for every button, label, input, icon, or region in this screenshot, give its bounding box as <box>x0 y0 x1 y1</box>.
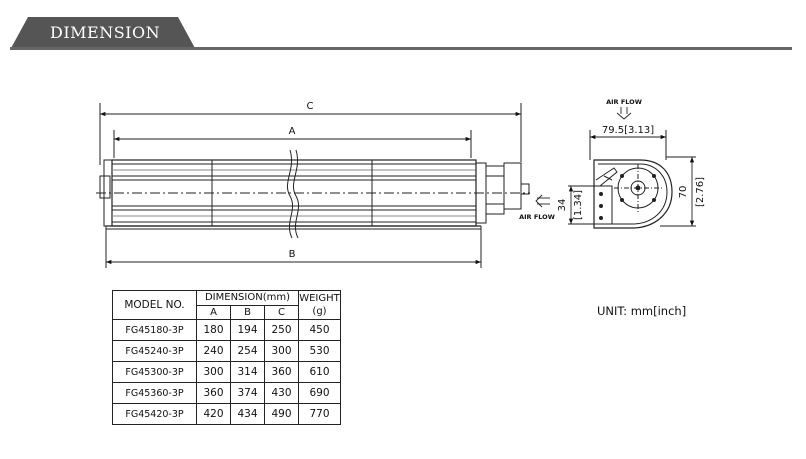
cell-b: 194 <box>230 319 265 341</box>
cell-weight: 690 <box>298 382 341 404</box>
cell-model: FG45180-3P <box>112 319 197 341</box>
cell-weight: 610 <box>298 361 341 383</box>
cell-b: 434 <box>230 403 265 425</box>
header-c: C <box>264 304 299 320</box>
label-outlet-inch: [1.34] <box>573 190 584 220</box>
fan-side-view <box>96 103 530 268</box>
header-weight-line2: (g) <box>312 306 327 317</box>
cell-a: 420 <box>196 403 231 425</box>
cell-c: 300 <box>264 340 299 362</box>
cell-c: 250 <box>264 319 299 341</box>
cell-model: FG45420-3P <box>112 403 197 425</box>
label-b: B <box>289 249 296 260</box>
cell-c: 360 <box>264 361 299 383</box>
label-a: A <box>289 126 296 137</box>
air-flow-side-label: AIR FLOW <box>519 213 555 221</box>
cell-c: 430 <box>264 382 299 404</box>
fan-end-view <box>568 130 696 229</box>
table-row: FG45180-3P 180 194 250 450 <box>112 319 341 341</box>
air-flow-left-arrow-icon <box>535 194 550 208</box>
header-a: A <box>196 304 231 320</box>
spec-table: MODEL NO. DIMENSION(mm) WEIGHT (g) A B C… <box>112 290 341 425</box>
cell-model: FG45240-3P <box>112 340 197 362</box>
header-rule <box>10 47 792 50</box>
table-row: FG45420-3P 420 434 490 770 <box>112 403 341 425</box>
table-row: FG45360-3P 360 374 430 690 <box>112 382 341 404</box>
header-dimension: DIMENSION(mm) <box>196 290 299 306</box>
header-weight: WEIGHT (g) <box>298 290 341 320</box>
air-flow-down-arrow-icon <box>616 107 632 120</box>
cell-weight: 450 <box>298 319 341 341</box>
header-banner-shape <box>10 17 196 50</box>
header-b: B <box>230 304 265 320</box>
cell-a: 180 <box>196 319 231 341</box>
header-weight-line1: WEIGHT <box>299 293 340 304</box>
cell-b: 374 <box>230 382 265 404</box>
cell-c: 490 <box>264 403 299 425</box>
label-width: 79.5[3.13] <box>602 125 654 136</box>
air-flow-top-label: AIR FLOW <box>606 98 642 106</box>
cell-model: FG45300-3P <box>112 361 197 383</box>
unit-note: UNIT: mm[inch] <box>597 304 687 318</box>
cell-a: 300 <box>196 361 231 383</box>
cell-a: 240 <box>196 340 231 362</box>
label-height-inch: [2.76] <box>695 177 706 207</box>
cell-model: FG45360-3P <box>112 382 197 404</box>
cell-b: 314 <box>230 361 265 383</box>
header-model: MODEL NO. <box>112 290 197 320</box>
cell-weight: 770 <box>298 403 341 425</box>
table-row: FG45300-3P 300 314 360 610 <box>112 361 341 383</box>
cell-b: 254 <box>230 340 265 362</box>
cell-weight: 530 <box>298 340 341 362</box>
label-height-mm: 70 <box>678 186 689 199</box>
label-outlet-mm: 34 <box>557 199 568 212</box>
label-c: C <box>307 101 314 112</box>
cell-a: 360 <box>196 382 231 404</box>
section-title: DIMENSION <box>50 23 161 42</box>
table-row: FG45240-3P 240 254 300 530 <box>112 340 341 362</box>
